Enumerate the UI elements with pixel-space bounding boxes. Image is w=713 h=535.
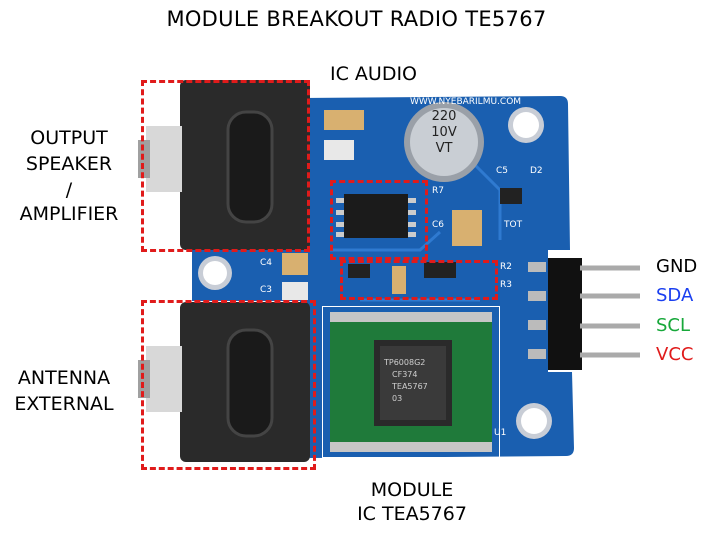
antenna-label-line2: EXTERNAL — [14, 393, 114, 415]
module-label-line2: IC TEA5767 — [357, 503, 467, 525]
output-jack-highlight — [141, 80, 310, 252]
capacitor-label-3: VT — [435, 141, 453, 156]
chip-label-3: TEA5767 — [392, 382, 428, 391]
pin-label-gnd: GND — [656, 256, 698, 277]
pin-header — [528, 258, 640, 370]
silk-c5: C5 — [496, 166, 509, 176]
capacitor-label-2: 10V — [431, 125, 457, 140]
components-highlight — [340, 260, 498, 300]
silk-d2: D2 — [530, 166, 543, 176]
electrolytic-capacitor — [404, 102, 484, 182]
silk-u1: U1 — [494, 428, 507, 438]
chip-label-2: CF374 — [392, 370, 418, 379]
output-label-line1: OUTPUT — [30, 127, 108, 149]
silk-c4: C4 — [260, 258, 273, 268]
silk-tot: TOT — [504, 220, 523, 230]
module-label-line1: MODULE — [370, 479, 454, 501]
audio-ic — [336, 194, 416, 238]
pin-label-vcc: VCC — [656, 344, 694, 365]
audio-jack-bottom — [138, 302, 310, 462]
pin-label-sda: SDA — [656, 285, 694, 306]
board-watermark: WWW.NYEBARILMU.COM — [410, 97, 522, 107]
audio-jack-top — [138, 80, 310, 250]
antenna-jack-highlight — [141, 300, 316, 470]
module-outline — [322, 306, 500, 458]
smd-components — [282, 110, 522, 300]
silk-r7: R7 — [432, 186, 444, 196]
output-label-line4: AMPLIFIER — [19, 203, 119, 225]
pin-label-scl: SCL — [656, 315, 691, 336]
tea5767-module — [330, 312, 492, 452]
chip-label-4: 03 — [392, 394, 403, 403]
ic-audio-label: IC AUDIO — [330, 63, 418, 85]
audio-ic-highlight — [330, 180, 428, 260]
output-label-line2: SPEAKER — [25, 153, 113, 175]
silk-r3: R3 — [500, 280, 512, 290]
silk-c6: C6 — [432, 220, 445, 230]
antenna-label-line1: ANTENNA — [17, 367, 111, 389]
diagram-title: MODULE BREAKOUT RADIO TE5767 — [166, 7, 547, 31]
output-label-line3: / — [65, 179, 73, 201]
silk-r2: R2 — [500, 262, 512, 272]
chip-label-1: TP6008G2 — [384, 358, 426, 367]
silk-c3: C3 — [260, 285, 273, 295]
capacitor-label-1: 220 — [431, 109, 457, 124]
